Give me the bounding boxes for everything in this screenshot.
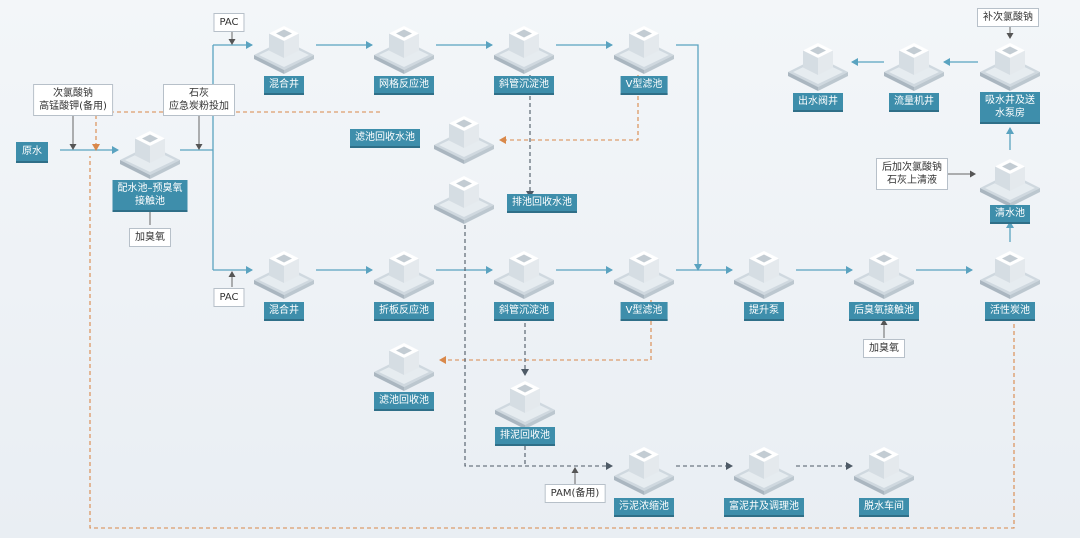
tank-icon-incline2 bbox=[493, 239, 555, 301]
label-lift: 提升泵 bbox=[744, 302, 784, 321]
tank-icon-v2 bbox=[613, 239, 675, 301]
tank-icon-thicken bbox=[613, 435, 675, 497]
flow-v1-to-lift bbox=[676, 44, 702, 271]
label-mix1: 混合井 bbox=[264, 76, 304, 95]
recycle-bottom-loop bbox=[89, 156, 1015, 529]
tank-icon-filter-recov-top bbox=[433, 104, 495, 166]
label-incline2: 斜管沉淀池 bbox=[494, 302, 554, 321]
label-incline1: 斜管沉淀池 bbox=[494, 76, 554, 95]
label-filter-recov-top: 滤池回收水池 bbox=[350, 129, 420, 148]
tank-icon-grid bbox=[373, 14, 435, 76]
label-grid: 网格反应池 bbox=[374, 76, 434, 95]
tank-icon-drain-recov bbox=[433, 164, 495, 226]
tank-icon-filter-recov-mid bbox=[373, 331, 435, 393]
label-sludge-recov: 排泥回收池 bbox=[495, 427, 555, 446]
note-lime: 石灰应急炭粉投加 bbox=[163, 84, 235, 116]
recycle-v1-to-filter-recov bbox=[499, 75, 639, 144]
tank-icon-sludge-well bbox=[733, 435, 795, 497]
tank-icon-dewater bbox=[853, 435, 915, 497]
label-mixtank: 配水池–预臭氧接触池 bbox=[112, 180, 188, 212]
note-ozone1: 加臭氧 bbox=[129, 228, 171, 247]
tank-icon-flowwell bbox=[883, 31, 945, 93]
tank-icon-outvalve bbox=[787, 31, 849, 93]
tank-icon-lift bbox=[733, 239, 795, 301]
label-v2: V型滤池 bbox=[620, 302, 668, 321]
label-drain-recov: 排池回收水池 bbox=[507, 194, 577, 213]
label-v1: V型滤池 bbox=[620, 76, 668, 95]
tank-icon-clear bbox=[979, 147, 1041, 209]
sludge-drain-to-thicken bbox=[464, 225, 613, 470]
label-mix2: 混合井 bbox=[264, 302, 304, 321]
note-pac2: PAC bbox=[213, 288, 245, 307]
tank-icon-post-ozone bbox=[853, 239, 915, 301]
note-ozone2: 加臭氧 bbox=[863, 339, 905, 358]
tank-icon-incline1 bbox=[493, 14, 555, 76]
label-dewater: 脱水车间 bbox=[859, 498, 909, 517]
note-pac1: PAC bbox=[213, 13, 245, 32]
tank-icon-mix2 bbox=[253, 239, 315, 301]
tank-icon-suction bbox=[979, 31, 1041, 93]
note-top-chem: 补次氯酸钠 bbox=[977, 8, 1039, 27]
tank-icon-fold bbox=[373, 239, 435, 301]
note-chem1: 次氯酸钠高锰酸钾(备用) bbox=[33, 84, 113, 116]
label-filter-recov-mid: 滤池回收池 bbox=[374, 392, 434, 411]
label-sludge-well: 富泥井及调理池 bbox=[724, 498, 804, 517]
tank-icon-v1 bbox=[613, 14, 675, 76]
label-carbon: 活性炭池 bbox=[985, 302, 1035, 321]
tank-icon-mixtank bbox=[119, 119, 181, 181]
note-pam: PAM(备用) bbox=[544, 484, 606, 503]
label-thicken: 污泥浓缩池 bbox=[614, 498, 674, 517]
label-post-ozone: 后臭氧接触池 bbox=[849, 302, 919, 321]
label-clear: 清水池 bbox=[990, 205, 1030, 224]
recycle-v2-to-filter-recov bbox=[439, 300, 652, 364]
tank-icon-carbon bbox=[979, 239, 1041, 301]
label-outvalve: 出水阀井 bbox=[793, 93, 843, 112]
tank-icon-sludge-recov bbox=[494, 369, 556, 431]
label-fold: 折板反应池 bbox=[374, 302, 434, 321]
source-water-label: 原水 bbox=[16, 142, 48, 163]
label-suction: 吸水井及送水泵房 bbox=[980, 92, 1040, 124]
label-flowwell: 流量机井 bbox=[889, 93, 939, 112]
note-post-chem: 后加次氯酸钠石灰上清液 bbox=[876, 158, 948, 190]
tank-icon-mix1 bbox=[253, 14, 315, 76]
